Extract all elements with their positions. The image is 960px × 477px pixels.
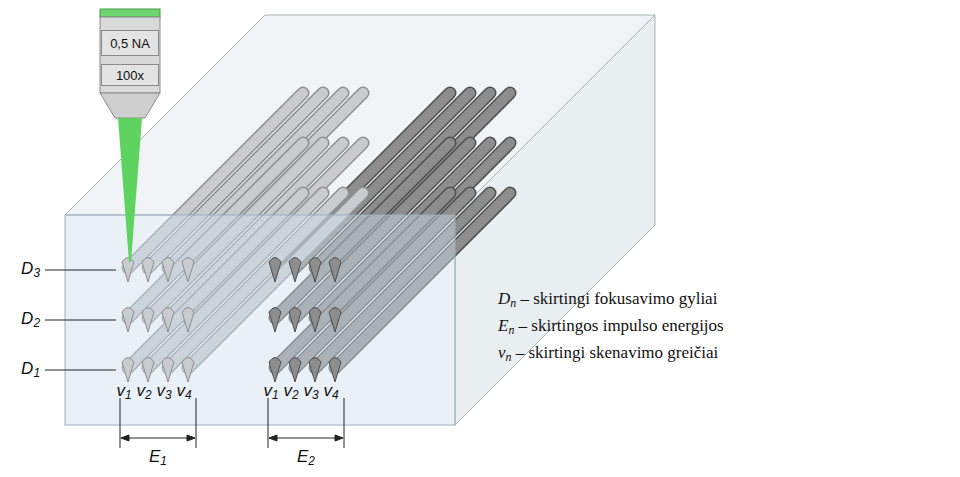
legend-text: Dn – skirtingi fokusavimo gyliai xyxy=(498,290,717,310)
speed-label: v2 xyxy=(283,382,298,402)
objective-text: 0,5 NA xyxy=(110,36,150,51)
channel-tip xyxy=(142,258,154,283)
channel-tip xyxy=(122,308,134,333)
channel-tip xyxy=(162,258,174,283)
channel-tip xyxy=(289,358,301,383)
speed-label: v1 xyxy=(263,382,278,402)
leader-line xyxy=(45,320,116,321)
speed-label: v4 xyxy=(176,382,191,402)
depth-label: D1 xyxy=(21,360,40,380)
leader-line xyxy=(45,270,116,271)
channel-tips xyxy=(122,258,341,383)
channel-tip xyxy=(289,308,301,333)
dimension-bracket xyxy=(120,398,344,448)
legend-text: En – skirtingos impulso energijos xyxy=(498,317,724,337)
objective-cap xyxy=(100,9,160,17)
depth-label: D3 xyxy=(21,260,40,280)
channel-tip xyxy=(269,358,281,383)
speed-label: v3 xyxy=(303,382,318,402)
depth-label: D2 xyxy=(21,310,40,330)
channel-tip xyxy=(122,358,134,383)
channel-tip xyxy=(122,258,134,283)
objective-nose xyxy=(100,93,160,118)
objective-band: 0,5 NA xyxy=(101,30,159,56)
legend-text: vn – skirtingi skenavimo greičiai xyxy=(498,344,718,364)
speed-label: v4 xyxy=(323,382,338,402)
speed-label: v2 xyxy=(136,382,151,402)
channel-tip xyxy=(142,358,154,383)
laser-beam xyxy=(118,118,142,262)
speed-label: v1 xyxy=(116,382,131,402)
objective-text: 100x xyxy=(116,68,144,83)
channel-tip xyxy=(309,258,321,283)
channel-tip xyxy=(269,308,281,333)
channel-tip xyxy=(329,308,341,333)
front-face xyxy=(65,215,455,425)
channel-tip xyxy=(329,358,341,383)
channel-tip xyxy=(142,308,154,333)
channel-tip xyxy=(182,358,194,383)
channel-tip xyxy=(162,308,174,333)
channel-tip xyxy=(309,308,321,333)
leader-line xyxy=(45,370,116,371)
channel-tip xyxy=(182,308,194,333)
channel-tip xyxy=(329,258,341,283)
channel-tip xyxy=(309,358,321,383)
channel-tip xyxy=(182,258,194,283)
energy-label: E2 xyxy=(297,448,315,468)
channel-tip xyxy=(289,258,301,283)
objective-band: 100x xyxy=(101,64,159,86)
channel-tip xyxy=(162,358,174,383)
speed-label: v3 xyxy=(156,382,171,402)
objective-body xyxy=(100,17,160,93)
energy-label: E1 xyxy=(149,448,167,468)
channel-tip xyxy=(269,258,281,283)
